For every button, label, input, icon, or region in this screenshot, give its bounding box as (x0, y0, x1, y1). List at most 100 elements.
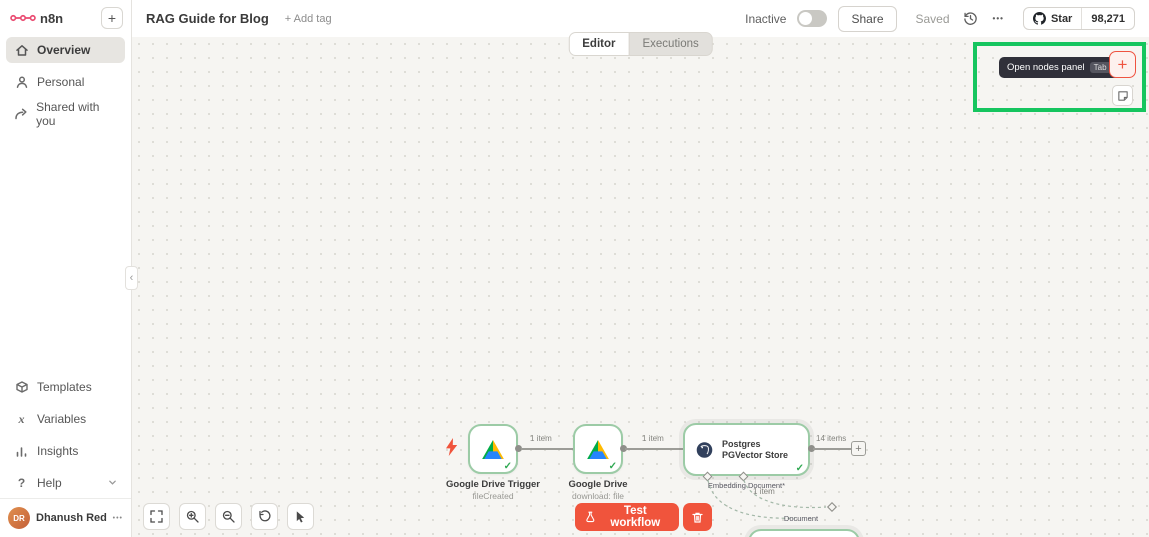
sidebar: n8n + Overview Personal Shared (0, 0, 138, 537)
more-options-button[interactable]: ••• (991, 12, 1006, 25)
user-name: Dhanush Reddy (36, 512, 107, 524)
sidebar-nav: Overview Personal Shared with you (0, 35, 131, 129)
undo-icon (259, 510, 271, 522)
tab-executions[interactable]: Executions (628, 33, 712, 55)
chevron-down-icon (108, 476, 117, 490)
success-check-icon: ✓ (608, 461, 617, 472)
sidebar-item-help[interactable]: ? Help (6, 470, 125, 496)
reset-zoom-button[interactable] (251, 503, 278, 530)
workflow-title[interactable]: RAG Guide for Blog (146, 11, 269, 26)
ai-connection-lines (707, 479, 838, 519)
activation-toggle[interactable] (797, 10, 828, 27)
document-port-label: Document (783, 514, 819, 523)
chevron-left-icon: ‹ (129, 272, 134, 284)
delete-workflow-button[interactable] (683, 503, 712, 531)
success-check-icon: ✓ (795, 463, 804, 474)
toggle-knob (799, 12, 813, 25)
plus-icon: + (855, 442, 862, 455)
success-check-icon: ✓ (503, 461, 512, 472)
user-icon (14, 75, 29, 89)
add-tag-button[interactable]: + Add tag (284, 12, 332, 25)
avatar: DR (8, 507, 30, 529)
node-title: Google Drive (568, 479, 628, 490)
connection-label: 1 item (530, 434, 552, 443)
saved-status: Saved (915, 11, 950, 26)
share-arrow-icon (14, 107, 28, 121)
sidebar-item-overview[interactable]: Overview (6, 37, 125, 63)
connection-label: 14 items (816, 434, 847, 443)
sidebar-item-personal[interactable]: Personal (6, 69, 125, 95)
activation-status-label: Inactive (745, 11, 787, 26)
node-title: Google Drive Trigger (446, 479, 540, 490)
sidebar-item-variables[interactable]: x Variables (6, 406, 125, 432)
sidebar-spacer (0, 129, 131, 372)
ellipsis-icon[interactable]: ••• (112, 514, 123, 522)
workflow-canvas[interactable]: Editor Executions Open nodes panel Tab + (132, 32, 1149, 537)
node-label: Google Drive download: file (538, 479, 658, 502)
fit-view-button[interactable] (143, 503, 170, 530)
sidebar-collapse-button[interactable]: ‹ (125, 266, 138, 290)
connection-line (625, 448, 683, 450)
node-title: Postgres PGVector Store (722, 438, 789, 460)
github-icon (1032, 12, 1046, 25)
test-workflow-label: Test workflow (610, 505, 661, 529)
zoom-out-icon (222, 510, 235, 523)
sidebar-item-label: Help (37, 476, 62, 490)
n8n-logo-icon (10, 14, 36, 22)
n8n-logo[interactable]: n8n (10, 11, 63, 26)
open-nodes-panel-tooltip: Open nodes panel Tab (999, 57, 1124, 78)
node-google-drive[interactable]: ✓ (573, 424, 623, 474)
sidebar-item-label: Insights (37, 444, 79, 458)
google-drive-icon (587, 439, 609, 459)
add-sticky-note-button[interactable] (1112, 85, 1133, 106)
node-partial[interactable] (748, 529, 860, 537)
home-icon (14, 43, 29, 57)
sidebar-item-label: Variables (37, 412, 87, 426)
connection-line (813, 448, 851, 450)
select-mode-button[interactable] (287, 503, 314, 530)
question-mark-icon: ? (17, 476, 26, 490)
zoom-out-button[interactable] (215, 503, 242, 530)
new-workflow-button[interactable]: + (101, 7, 123, 29)
connection-line (521, 448, 573, 450)
zoom-in-icon (186, 510, 199, 523)
node-subtitle: download: file (572, 490, 624, 501)
sidebar-item-insights[interactable]: Insights (6, 438, 125, 464)
templates-box-icon (14, 380, 29, 394)
sidebar-item-label: Personal (37, 75, 85, 89)
sidebar-item-label: Templates (37, 380, 92, 394)
user-menu[interactable]: DR Dhanush Reddy ••• (0, 498, 131, 537)
output-port[interactable] (620, 445, 627, 452)
fit-view-icon (150, 510, 163, 523)
connection-label: 1 item (642, 434, 664, 443)
header-actions: Inactive Share Saved ••• Star 98,271 (745, 5, 1135, 32)
main-area: RAG Guide for Blog + Add tag Inactive Sh… (132, 0, 1149, 537)
flask-icon (586, 511, 595, 523)
node-label: Google Drive Trigger fileCreated (433, 479, 553, 502)
github-star-button[interactable]: Star 98,271 (1022, 7, 1135, 30)
zoom-in-button[interactable] (179, 503, 206, 530)
share-button[interactable]: Share (838, 5, 897, 32)
add-node-endpoint-button[interactable]: + (851, 441, 866, 456)
sidebar-item-shared-with-you[interactable]: Shared with you (6, 100, 125, 128)
node-google-drive-trigger[interactable]: ✓ (468, 424, 518, 474)
sidebar-bottom-nav: Templates x Variables Insights ? Help (0, 372, 131, 498)
github-star-label: Star (1050, 12, 1073, 25)
history-button[interactable] (961, 9, 980, 28)
output-port[interactable] (515, 445, 522, 452)
google-drive-icon (482, 439, 504, 459)
logo-row: n8n + (0, 0, 131, 35)
test-workflow-button[interactable]: Test workflow (575, 503, 679, 531)
output-port[interactable] (808, 445, 815, 452)
sidebar-item-label: Overview (37, 43, 91, 57)
node-postgres-pgvector[interactable]: Postgres PGVector Store ✓ (683, 423, 810, 476)
highlight-annotation-box: Open nodes panel Tab + (973, 42, 1146, 112)
history-icon (963, 12, 977, 25)
tab-editor[interactable]: Editor (569, 33, 629, 55)
connection-label: 1 item (753, 487, 775, 496)
open-nodes-panel-button[interactable]: + (1109, 51, 1136, 78)
cursor-pointer-icon (296, 510, 305, 522)
plus-icon: + (1117, 55, 1128, 74)
tooltip-shortcut-key: Tab (1089, 62, 1111, 73)
sidebar-item-templates[interactable]: Templates (6, 374, 125, 400)
